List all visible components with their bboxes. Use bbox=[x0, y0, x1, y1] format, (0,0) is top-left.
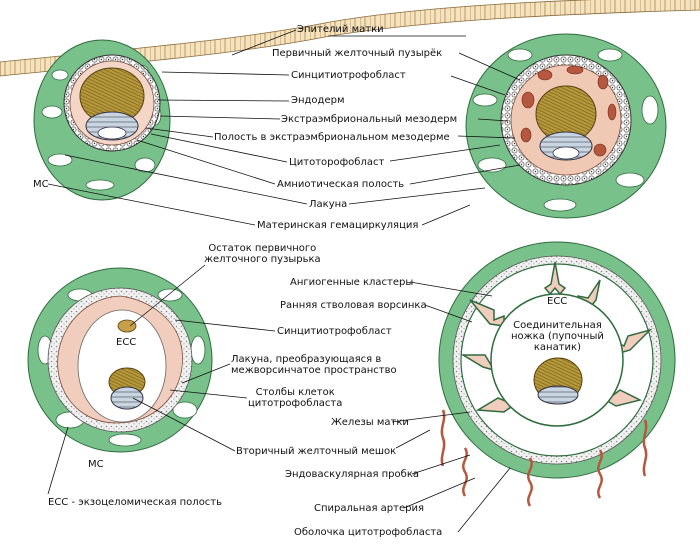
label-uterine-epithelium: Эпителий матки bbox=[297, 24, 384, 35]
label-angiogenic-clusters: Ангиогенные кластеры bbox=[290, 277, 414, 288]
label-endovascular-plug: Эндоваскулярная пробка bbox=[285, 469, 419, 480]
label-lacuna-intervillous: Лакуна, преобразующаяся в межворсинчатое… bbox=[231, 354, 397, 376]
embryo-stage-1 bbox=[33, 39, 171, 201]
label-ecc-definition: ECC - экзоцеломическая полость bbox=[48, 497, 223, 508]
leader-lines bbox=[47, 29, 521, 533]
label-mc-bottom: МС bbox=[88, 459, 104, 470]
label-lacuna: Лакуна bbox=[309, 199, 348, 210]
label-ecc-bottom-left: ECC bbox=[116, 337, 137, 348]
label-cytotrophoblast-shell: Оболочка цитотрофобласта bbox=[294, 527, 443, 538]
uterine-wall-strip bbox=[0, 0, 700, 77]
label-secondary-yolk-sac: Вторичный желточный мешок bbox=[236, 446, 397, 457]
label-primary-yolk-sac: Первичный желточный пузырёк bbox=[272, 48, 443, 59]
label-uterine-glands: Железы матки bbox=[331, 417, 409, 428]
label-syncytiotrophoblast-top: Синцитиотрофобласт bbox=[291, 70, 406, 81]
label-maternal-circulation: Материнская гемациркуляция bbox=[257, 220, 419, 231]
label-cytotrophoblast-top: Цитоторофобласт bbox=[289, 157, 385, 168]
label-syncytiotrophoblast-bottom: Синцитиотрофобласт bbox=[277, 326, 392, 337]
label-amniotic-cavity: Амниотическая полость bbox=[277, 179, 405, 190]
embryo-stage-2 bbox=[465, 33, 667, 219]
label-mc-top: МС bbox=[33, 179, 49, 190]
label-extraembryonic-cavity: Полость в экстраэмбриональном мезодерме bbox=[214, 132, 450, 143]
embryo-stage-4 bbox=[438, 241, 676, 507]
label-early-stem-villus: Ранняя стволовая ворсинка bbox=[280, 300, 427, 311]
label-endoderm: Эндодерм bbox=[291, 95, 345, 106]
label-connecting-stalk: Соединительная ножка (пупочный канатик) bbox=[511, 320, 604, 353]
label-extraembryonic-mesoderm: Экстраэмбриональный мезодерм bbox=[281, 114, 458, 125]
label-primary-yolk-remnant: Остаток первичного желточного пузырька bbox=[204, 243, 321, 265]
label-spiral-artery: Спиральная артерия bbox=[314, 503, 424, 514]
label-ecc-bottom-right: ECC bbox=[547, 296, 568, 307]
label-cytotrophoblast-columns: Столбы клеток цитотрофобласта bbox=[248, 387, 343, 409]
